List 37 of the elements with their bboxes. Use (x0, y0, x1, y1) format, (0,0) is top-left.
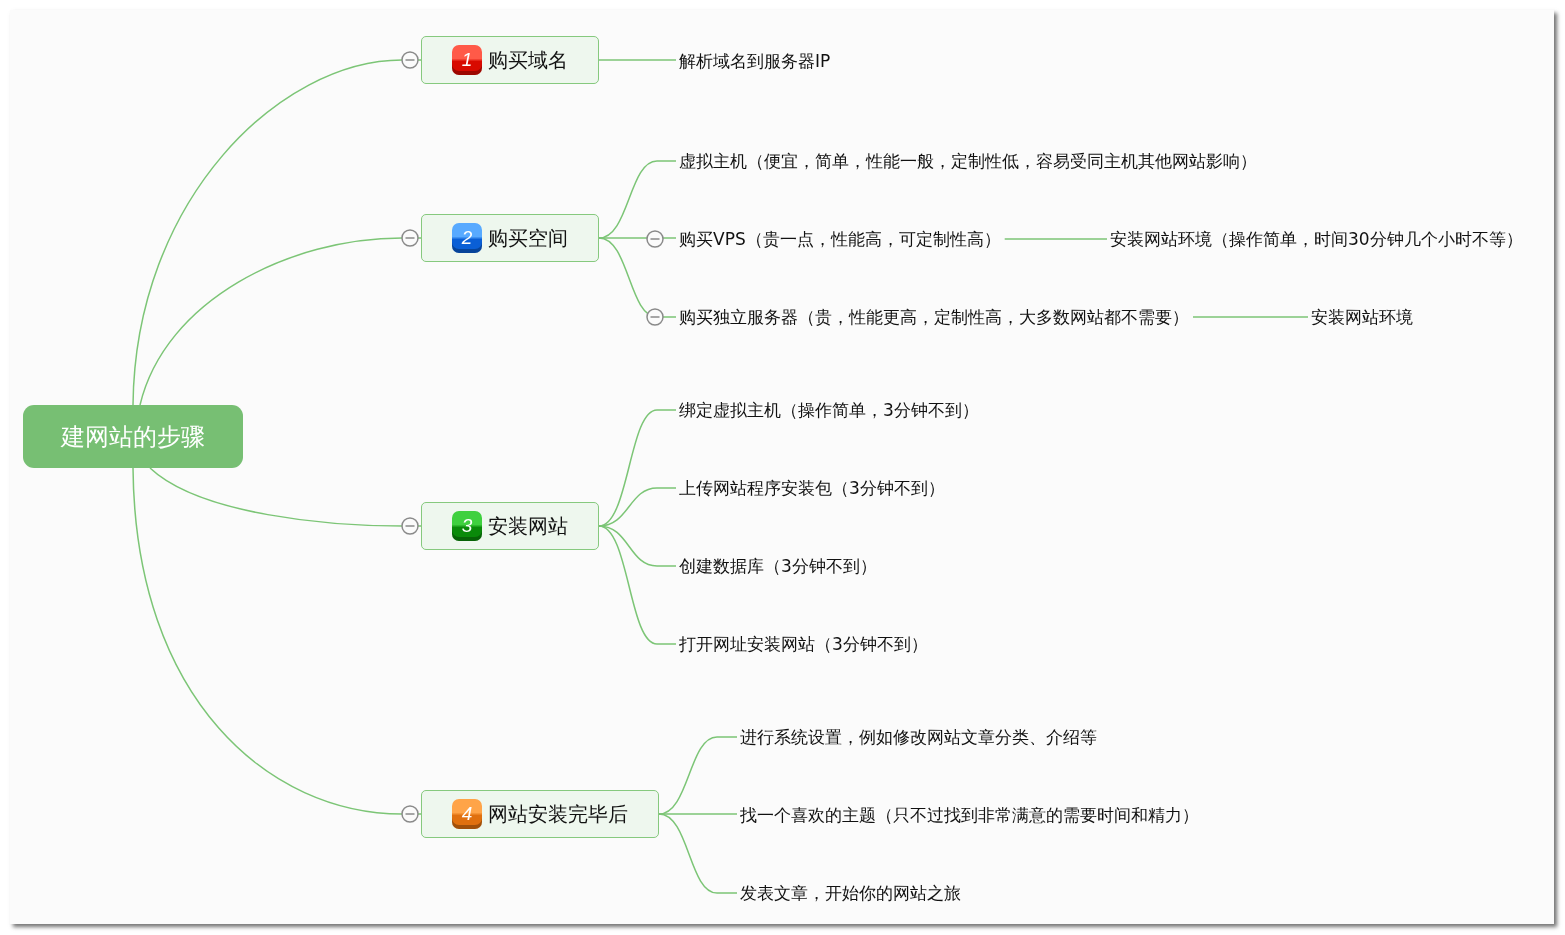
priority-badge: 4 (452, 799, 482, 829)
topic-box (421, 214, 599, 262)
topic-label: 购买域名 (488, 47, 568, 73)
connector-line (598, 525, 677, 645)
subtopic-text: 打开网址安装网站（3分钟不到） (679, 633, 928, 655)
connector-line (139, 237, 422, 406)
priority-badge: 2 (452, 223, 482, 253)
connector-line (598, 237, 677, 318)
connector-line (132, 59, 422, 406)
subtopic-text: 虚拟主机（便宜，简单，性能一般，定制性低，容易受同主机其他网站影响） (679, 150, 1257, 172)
topic-box (421, 790, 659, 838)
priority-badge: 1 (452, 45, 482, 75)
subtopic-text: 安装网站环境 (1311, 306, 1413, 328)
connector-line (1003, 238, 1108, 240)
connector-line (149, 467, 422, 527)
topic-label: 安装网站 (488, 513, 568, 539)
priority-badge: 3 (452, 511, 482, 541)
subtopic-text: 购买独立服务器（贵，性能更高，定制性高，大多数网站都不需要） (679, 306, 1189, 328)
subtopic-text: 解析域名到服务器IP (679, 50, 831, 72)
central-topic: 建网站的步骤 (23, 405, 243, 468)
subtopic-text: 绑定虚拟主机（操作简单，3分钟不到） (679, 399, 979, 421)
connector-line (132, 467, 422, 815)
subtopic-text: 进行系统设置，例如修改网站文章分类、介绍等 (740, 726, 1097, 748)
topic-box (421, 36, 599, 84)
subtopic-text: 安装网站环境（操作简单，时间30分钟几个小时不等） (1110, 228, 1523, 250)
subtopic-text: 找一个喜欢的主题（只不过找到非常满意的需要时间和精力） (740, 804, 1199, 826)
subtopic-text: 上传网站程序安装包（3分钟不到） (679, 477, 945, 499)
topic-box (421, 502, 599, 550)
subtopic-text: 创建数据库（3分钟不到） (679, 555, 877, 577)
connector-line (658, 813, 738, 815)
connector-line (1192, 316, 1309, 318)
subtopic-text: 发表文章，开始你的网站之旅 (740, 882, 961, 904)
topic-label: 网站安装完毕后 (488, 801, 628, 827)
connector-line (658, 813, 738, 894)
connector-line (598, 59, 677, 61)
topic-label: 购买空间 (488, 225, 568, 251)
subtopic-text: 购买VPS（贵一点，性能高，可定制性高） (679, 228, 1001, 250)
